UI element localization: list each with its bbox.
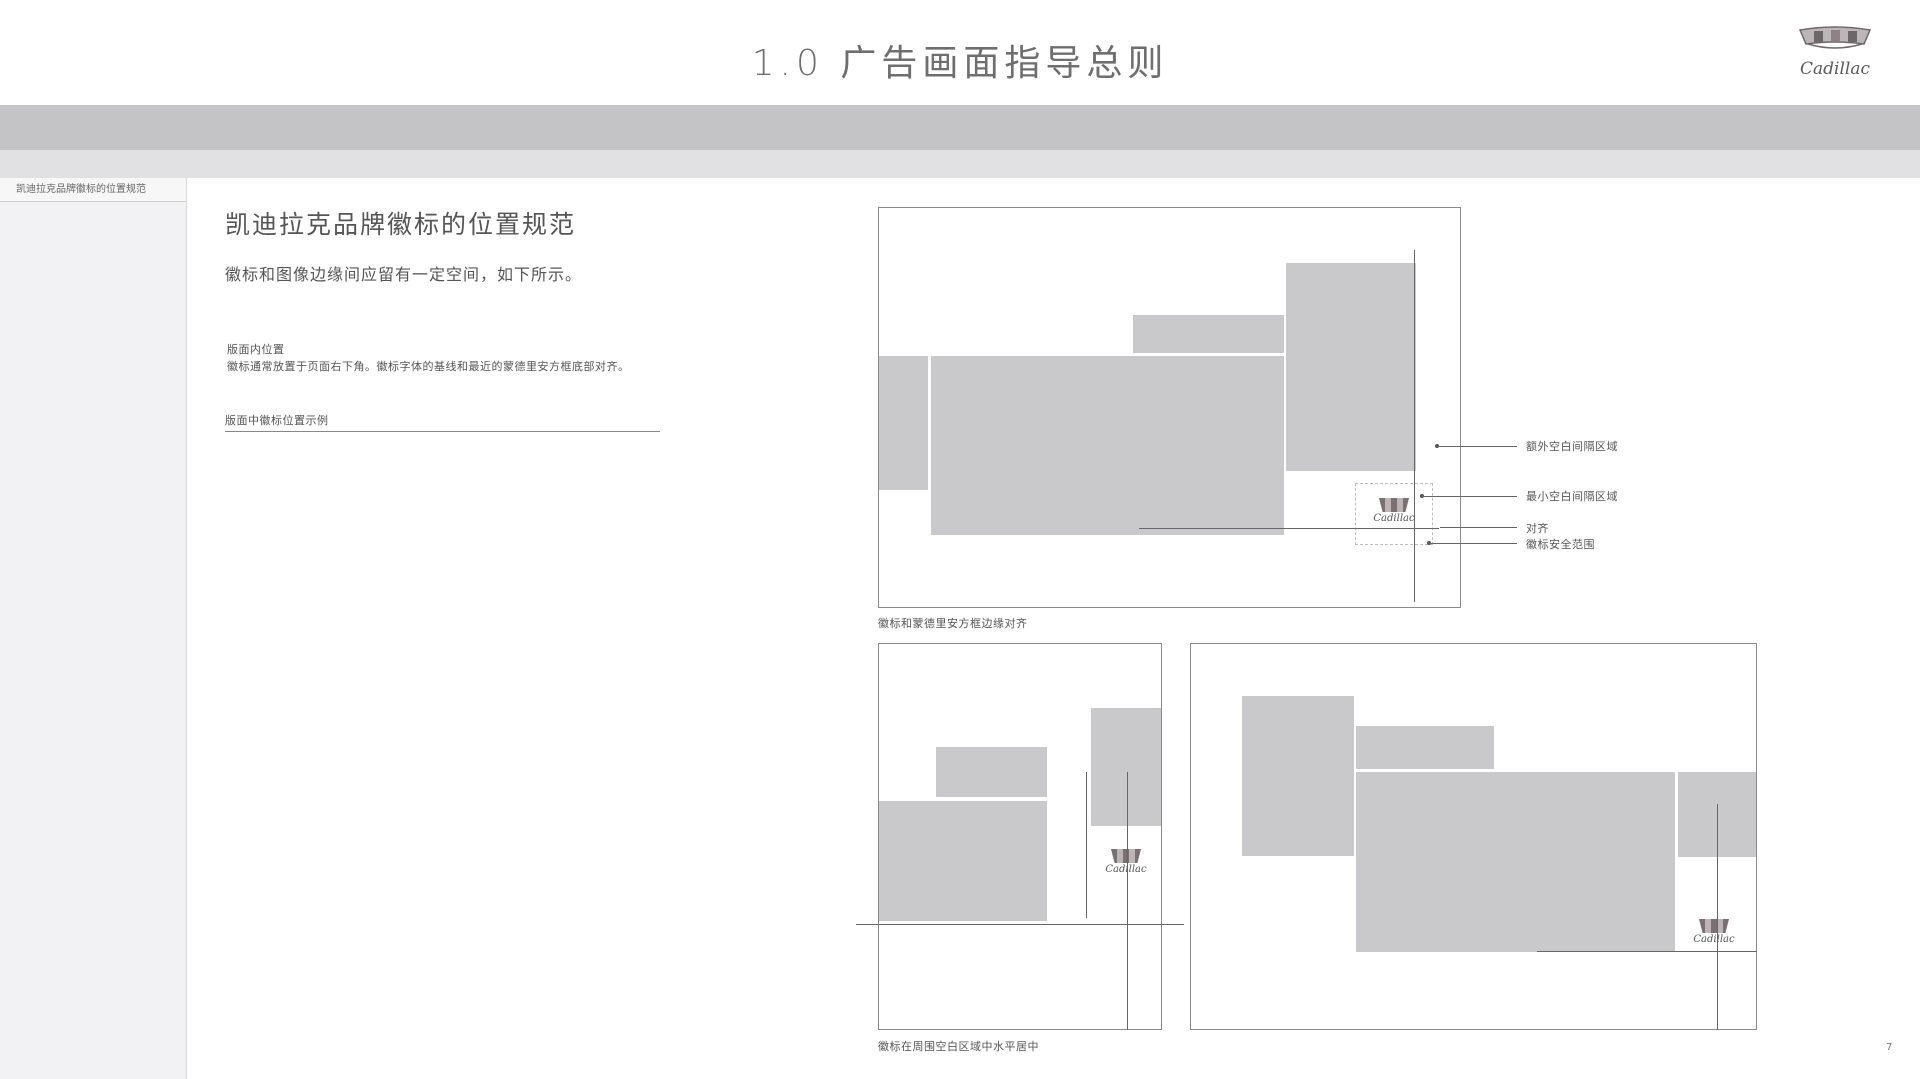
block [1133,315,1284,353]
block [1242,696,1354,856]
horizontal-guide-line [856,924,1184,925]
diagram-top-frame: Cadillac [878,207,1461,608]
divider [225,431,660,432]
baseline-guide [1139,528,1439,529]
cadillac-logo-script: Cadillac [1800,59,1870,79]
sidebar: 凯迪拉克品牌徽标的位置规范 [0,178,187,1079]
section-body: 徽标通常放置于页面右下角。徽标字体的基线和最近的蒙德里安方框底部对齐。 [227,360,630,373]
annotation-line [1437,446,1517,447]
annotation-line [1429,543,1517,544]
guide-line [1127,772,1128,1030]
diagram-bottom-left-frame: Cadillac [878,643,1162,1030]
block [1356,726,1494,769]
diagram-logo: Cadillac [1689,919,1739,953]
annotation-safe-area: 徽标安全范围 [1526,538,1595,551]
block [1286,263,1416,471]
diagram-bottom-caption: 徽标在周围空白区域中水平居中 [878,1040,1039,1053]
diagram-logo-script: Cadillac [1105,864,1147,875]
section-title: 版面内位置 [227,343,285,356]
annotation-min-space: 最小空白间隔区域 [1526,490,1618,503]
cadillac-crest-icon [1798,26,1872,49]
guide-line [1717,804,1718,1030]
cadillac-crest-icon [1111,849,1141,863]
page-title: 1.0 广告画面指导总则 [751,43,1169,84]
baseline-guide [1537,951,1757,952]
block [936,747,1047,797]
logo-safe-area [1355,483,1433,545]
diagram-logo: Cadillac [1101,849,1151,883]
header-band [0,105,1920,150]
block [1356,772,1675,952]
diagram-logo-script: Cadillac [1693,934,1735,945]
annotation-align: 对齐 [1526,522,1549,535]
diagram-logo: Cadillac [1369,498,1419,532]
section-subheading: 徽标和图像边缘间应留有一定空间，如下所示。 [225,265,583,284]
guide-line [1414,250,1415,602]
block [879,801,1047,921]
annotation-line [1440,527,1517,528]
annotation-line [1422,496,1517,497]
sidebar-item-logo-position[interactable]: 凯迪拉克品牌徽标的位置规范 [0,178,186,202]
cadillac-crest-icon [1379,498,1409,512]
block [879,356,928,490]
diagram-logo-script: Cadillac [1373,513,1415,524]
guide-line [1086,772,1087,918]
diagram-top-caption: 徽标和蒙德里安方框边缘对齐 [878,617,1028,630]
cadillac-crest-icon [1699,919,1729,933]
example-label: 版面中徽标位置示例 [225,414,329,427]
subheader-band [0,150,1920,178]
annotation-extra-space: 额外空白间隔区域 [1526,440,1618,453]
page-number: 7 [1886,1042,1893,1053]
block [931,356,1284,535]
section-heading: 凯迪拉克品牌徽标的位置规范 [225,210,577,239]
diagram-bottom-right-frame: Cadillac [1190,643,1757,1030]
block [1091,708,1161,826]
cadillac-logo: Cadillac [1790,26,1880,82]
